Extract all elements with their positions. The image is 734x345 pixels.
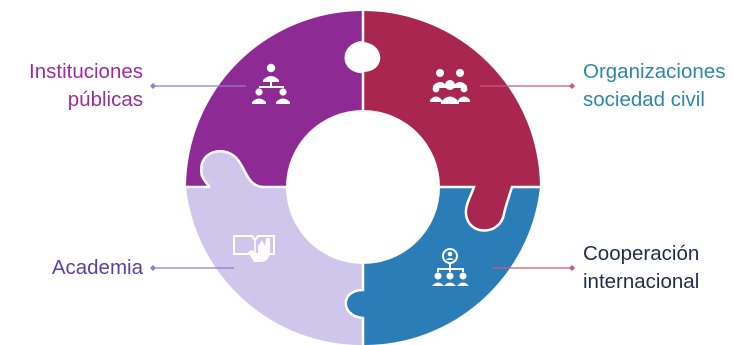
- label-line: Organizaciones: [583, 60, 726, 83]
- label-instituciones-publicas: Instituciones públicas: [29, 58, 143, 114]
- label-line: Academia: [51, 256, 143, 279]
- connector-cooperacion: [492, 265, 575, 271]
- label-organizaciones-sociedad-civil: Organizaciones sociedad civil: [583, 58, 725, 114]
- network-person-icon: [432, 248, 469, 286]
- connector-instituciones: [150, 83, 246, 89]
- hierarchy-people-icon: [252, 63, 290, 104]
- piece-instituciones: [186, 11, 363, 187]
- label-academia: Academia: [52, 254, 143, 282]
- team-group-icon: [430, 69, 470, 104]
- label-line: públicas: [67, 88, 143, 111]
- piece-cooperacion: [345, 187, 540, 345]
- label-line: sociedad civil: [583, 88, 705, 111]
- connector-academia: [150, 265, 234, 271]
- label-cooperacion-internacional: Cooperación internacional: [583, 240, 699, 296]
- label-line: Instituciones: [29, 60, 143, 83]
- label-line: Cooperación: [583, 242, 700, 265]
- connector-organizaciones: [480, 83, 575, 89]
- piece-organizaciones: [363, 11, 540, 231]
- label-line: internacional: [583, 270, 700, 293]
- book-hand-icon: [233, 235, 275, 262]
